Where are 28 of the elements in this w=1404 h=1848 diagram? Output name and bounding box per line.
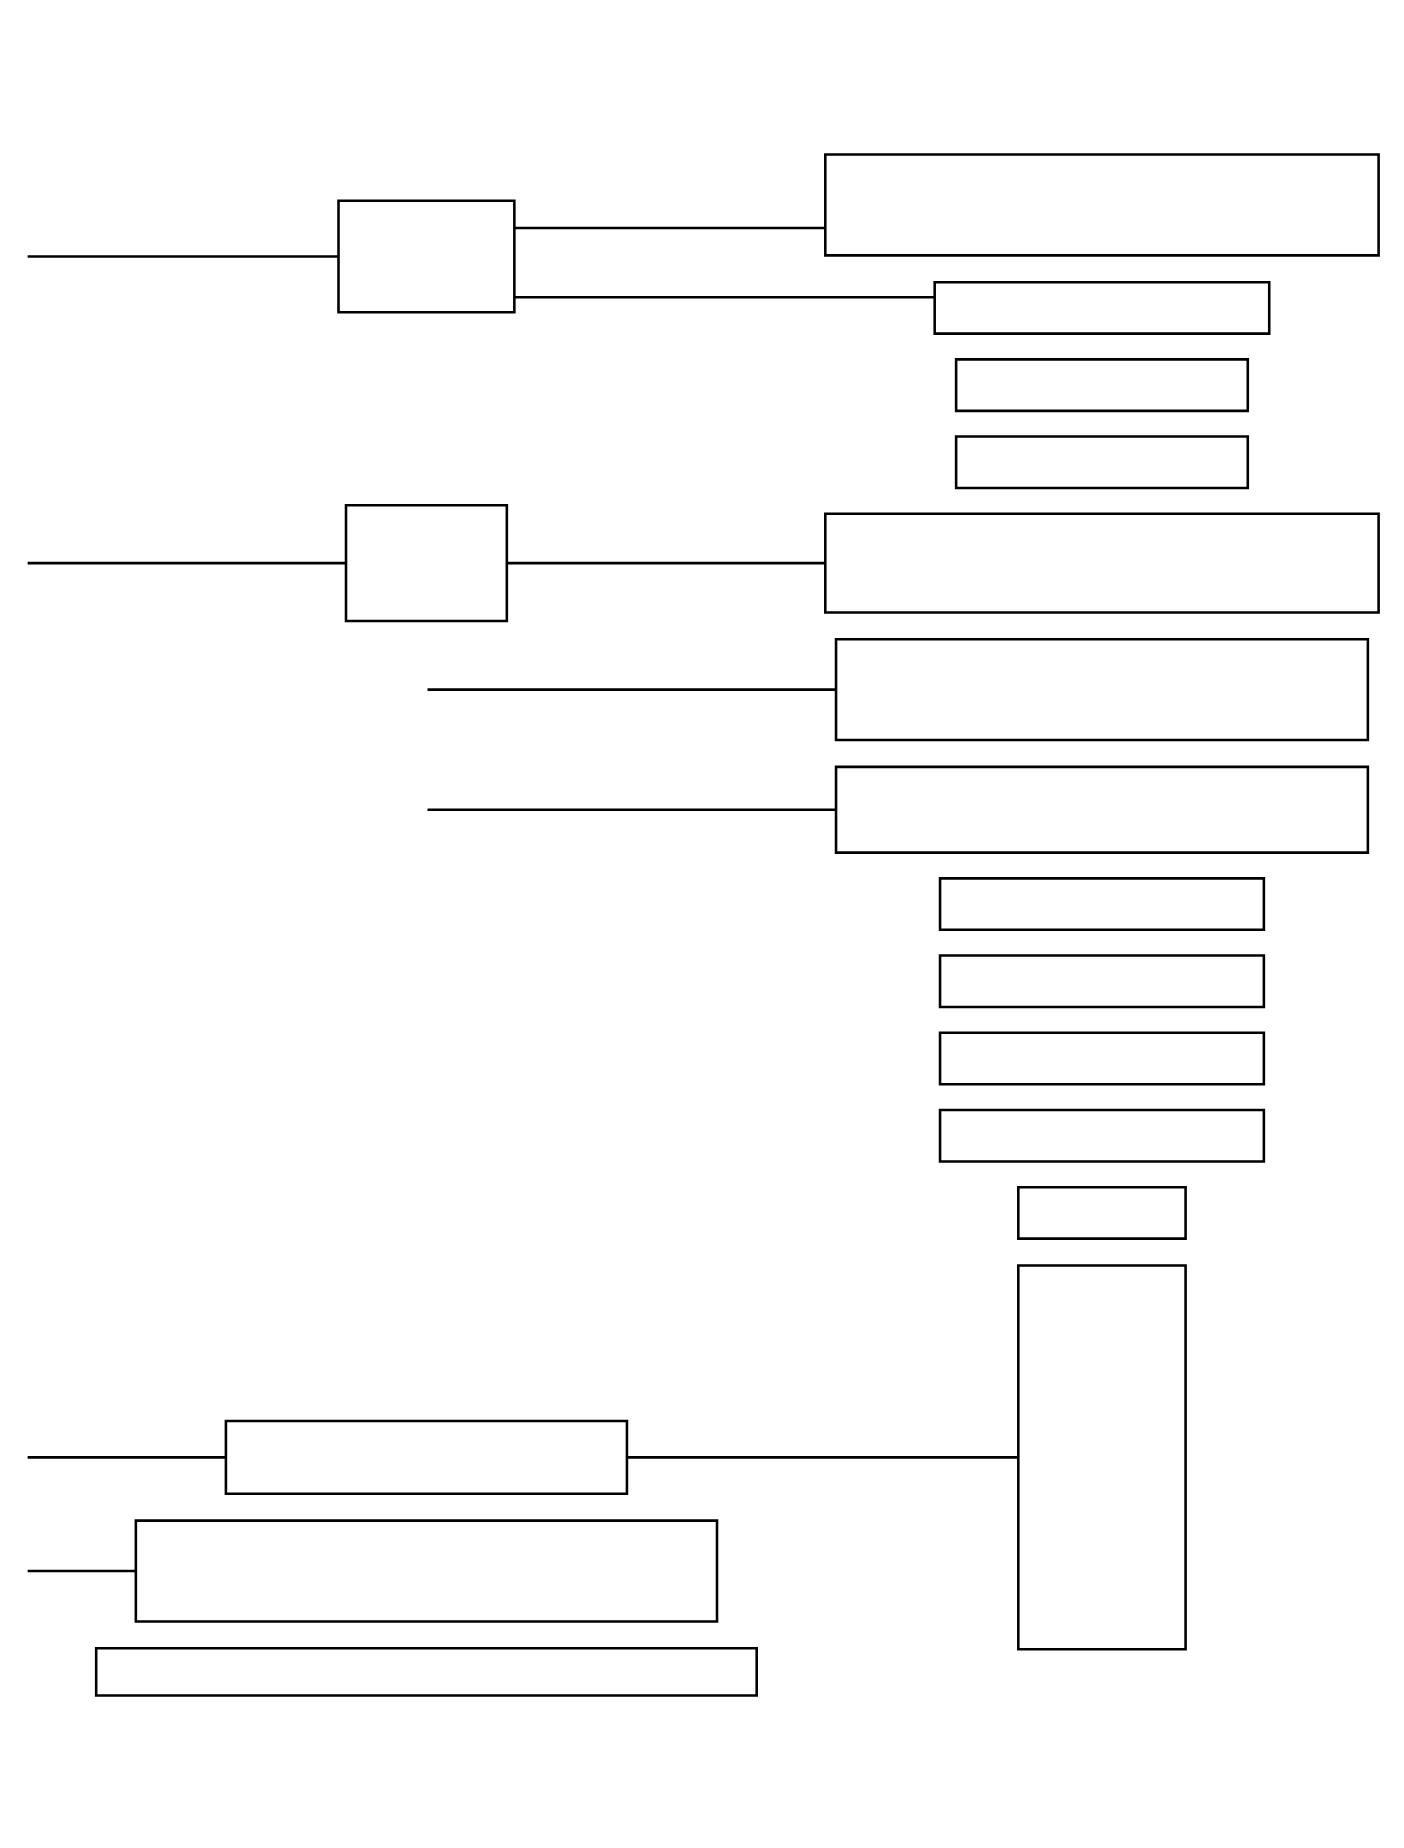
node-box bbox=[224, 1418, 629, 1495]
node-box bbox=[954, 357, 1250, 412]
node-box bbox=[94, 1645, 758, 1696]
connector bbox=[27, 1455, 226, 1458]
node-box bbox=[337, 198, 516, 313]
node-box bbox=[938, 1030, 1266, 1085]
connector bbox=[427, 687, 836, 690]
node-box bbox=[1017, 1263, 1187, 1650]
node-box bbox=[933, 279, 1271, 334]
connector bbox=[27, 1568, 136, 1572]
node-box bbox=[1017, 1184, 1187, 1239]
node-box bbox=[834, 636, 1370, 741]
node-box bbox=[824, 511, 1380, 613]
node-box bbox=[954, 434, 1250, 489]
connector bbox=[514, 225, 826, 229]
node-box bbox=[938, 1107, 1266, 1162]
connector bbox=[514, 294, 935, 298]
connector bbox=[27, 560, 346, 564]
node-box bbox=[938, 953, 1266, 1008]
node-box bbox=[134, 1518, 719, 1622]
connector bbox=[507, 560, 826, 564]
connector bbox=[427, 807, 836, 810]
node-box bbox=[938, 876, 1266, 931]
connector bbox=[627, 1455, 1018, 1458]
node-box bbox=[834, 764, 1370, 853]
node-box bbox=[824, 152, 1380, 256]
node-box bbox=[344, 502, 509, 622]
connector bbox=[27, 254, 338, 257]
